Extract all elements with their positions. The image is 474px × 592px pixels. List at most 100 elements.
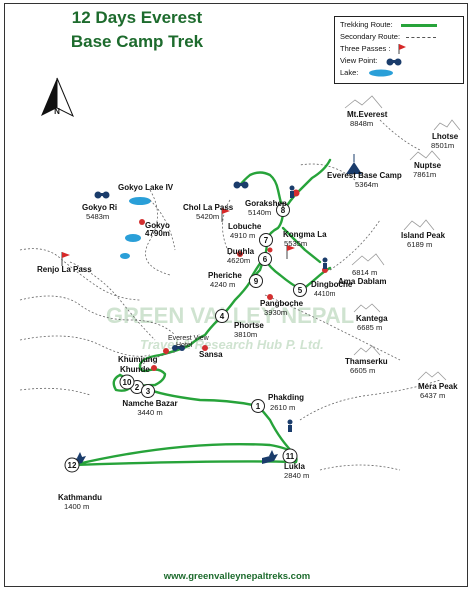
kongma-la-label: Kongma La — [283, 230, 327, 239]
gokyo-ri-label: Gokyo Ri — [82, 203, 117, 212]
secondary-route-khumjung — [139, 199, 176, 367]
binoculars-icon — [94, 191, 110, 199]
hiker-icon — [287, 419, 293, 432]
legend-trekking-route-label: Trekking Route: — [340, 20, 393, 29]
chol-la-alt: 5420m — [196, 212, 219, 221]
stop-labels: Phakding 2610 m Namche Bazar 3440 m Phor… — [58, 199, 353, 511]
ama-dablam-label: Ama Dablam — [338, 277, 386, 286]
mountain-icon — [353, 345, 381, 356]
everest-label: Mt.Everest — [347, 110, 388, 119]
mountain-icon — [409, 150, 441, 161]
legend-lake: Lake: — [340, 68, 394, 77]
stop-marker — [267, 247, 273, 253]
mountain-icon — [351, 253, 385, 266]
binoculars-icon — [386, 58, 402, 66]
stop-circle-10: 10 — [119, 374, 135, 390]
gokyo-alt: 4790m — [145, 229, 170, 238]
mountains — [344, 95, 461, 381]
svg-text:8: 8 — [281, 206, 286, 215]
stop-circle-9: 9 — [249, 274, 263, 288]
peak-labels: Mt.Everest 8848m Lhotse 8501m Nuptse 786… — [338, 110, 459, 400]
legend-secondary-route-label: Secondary Route: — [340, 32, 401, 41]
north-label: N — [54, 107, 60, 116]
namche-alt: 3440 m — [137, 408, 162, 417]
chol-la-flag-icon — [221, 208, 230, 222]
lobuche-alt: 4910 m — [230, 231, 255, 240]
lakes — [120, 197, 151, 259]
stop-circle-11: 11 — [282, 448, 298, 464]
mountain-icon — [433, 119, 461, 131]
legend-lake-label: Lake: — [340, 68, 359, 77]
kantega-label: Kantega — [356, 314, 388, 323]
map-title-line2: Base Camp Trek — [70, 32, 204, 51]
north-arrow-icon: N — [41, 77, 74, 118]
ebc-alt: 5364m — [355, 180, 378, 189]
dingboche-alt: 4410m — [314, 291, 336, 298]
kantega-alt: 6685 m — [357, 323, 382, 332]
hiker-icon — [322, 257, 328, 269]
legend-three-passes-label: Three Passes : — [340, 44, 391, 53]
mountain-icon — [353, 303, 381, 313]
svg-text:1: 1 — [256, 402, 261, 411]
ebc-label: Everest Base Camp — [327, 171, 402, 180]
stop-marker — [292, 189, 300, 197]
binoculars-icon — [233, 181, 249, 189]
tent-icon — [346, 154, 362, 174]
island-peak-label: Island Peak — [401, 231, 446, 240]
website-footer[interactable]: www.greenvalleynepaltreks.com — [163, 571, 311, 582]
place-labels: Gokyo Lake IV Gokyo Ri 5483m Gokyo 4790m… — [37, 171, 402, 374]
stop-marker — [139, 219, 145, 225]
pheriche-label: Pheriche — [208, 271, 242, 280]
stop-markers — [139, 189, 328, 371]
numbered-stops: 1 2 3 4 5 6 7 8 9 10 11 12 — [64, 203, 307, 473]
svg-text:3: 3 — [146, 387, 151, 396]
svg-text:10: 10 — [123, 378, 132, 387]
kongma-la-alt: 5535m — [284, 239, 307, 248]
stop-circle-6: 6 — [258, 252, 272, 266]
lhotse-label: Lhotse — [432, 132, 459, 141]
pass-flags — [61, 208, 295, 266]
phortse-label: Phortse — [234, 321, 264, 330]
svg-text:2: 2 — [135, 383, 140, 392]
svg-text:9: 9 — [254, 277, 259, 286]
phakding-alt: 2610 m — [270, 403, 295, 412]
everest-view-hotel-line2: Hotel — [176, 342, 193, 349]
stop-marker — [237, 251, 243, 257]
stop-marker — [163, 348, 169, 354]
renjo-la-label: Renjo La Pass — [37, 265, 92, 274]
nuptse-label: Nuptse — [414, 161, 442, 170]
mountain-icon — [403, 219, 435, 231]
pheriche-alt: 4240 m — [210, 280, 235, 289]
dughla-alt: 4620m — [227, 256, 250, 265]
watermark-line2: Travel & Research Hub P. Ltd. — [140, 337, 324, 352]
gokyo-lake-icon — [129, 197, 151, 205]
ama-dablam-alt: 6814 m — [352, 268, 377, 277]
stop-circle-12: 12 — [64, 457, 80, 473]
thamserku-alt: 6605 m — [350, 366, 375, 375]
binoculars-icon — [172, 345, 185, 351]
phakding-label: Phakding — [268, 393, 304, 402]
lobuche-label: Lobuche — [228, 222, 262, 231]
stop-circle-5: 5 — [293, 283, 307, 297]
hiker-icon — [289, 185, 295, 198]
renjo-la-flag-icon — [61, 252, 70, 266]
legend-route-swatch — [400, 23, 437, 27]
plane-icon — [262, 450, 278, 464]
legend-three-passes: Three Passes : — [340, 44, 407, 55]
legend-secondary-route: Secondary Route: — [340, 32, 437, 41]
chol-la-label: Chol La Pass — [183, 203, 234, 212]
lake-icon — [369, 69, 394, 77]
stop-circle-1: 1 — [251, 399, 265, 413]
mountain-icon — [417, 371, 447, 381]
stop-marker — [267, 294, 273, 300]
stop-circle-3: 3 — [141, 384, 155, 398]
gorakshep-alt: 5140m — [248, 208, 271, 217]
stop-circle-7: 7 — [259, 233, 273, 247]
everest-alt: 8848m — [350, 119, 373, 128]
svg-text:12: 12 — [68, 461, 77, 470]
nuptse-alt: 7861m — [413, 170, 436, 179]
gorakshep-label: Gorakshep — [245, 199, 287, 208]
svg-text:5: 5 — [298, 286, 303, 295]
